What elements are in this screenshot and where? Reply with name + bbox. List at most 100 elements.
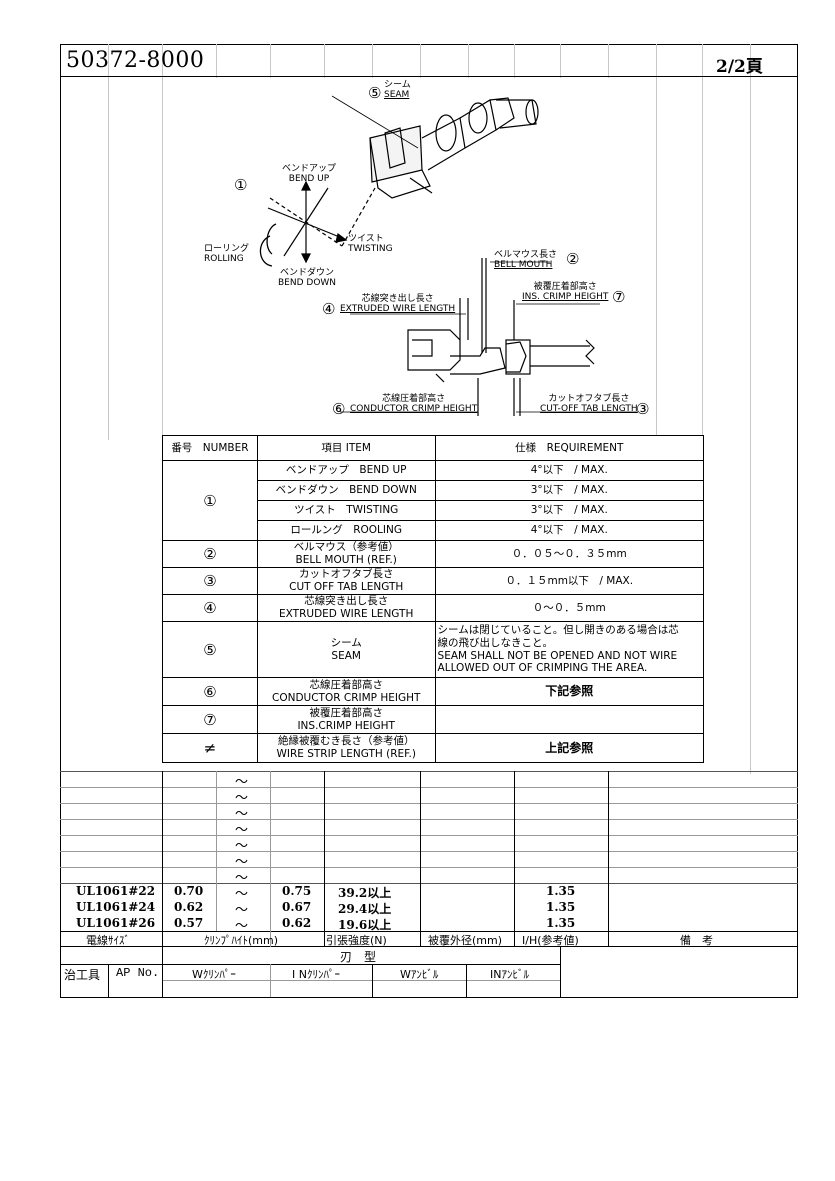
range-separator: ～ xyxy=(235,903,249,918)
row-number: ⑦ xyxy=(162,705,258,734)
row-number: ① xyxy=(162,460,258,541)
tool-label: 治工具 xyxy=(64,968,101,982)
crimp-max: 0.75 xyxy=(282,884,312,898)
row-requirement: 4°以下 / MAX. xyxy=(434,520,705,541)
crimp-min: 0.57 xyxy=(174,916,204,930)
in-crimper-label: I Nｸﾘﾝﾊﾟｰ xyxy=(292,968,340,981)
row-requirement: ０．０５～０．３５mm xyxy=(434,540,705,568)
row-number: ≠ xyxy=(162,733,258,763)
row-number: ④ xyxy=(162,594,258,622)
row-item: ロールング ROOLING xyxy=(256,520,436,541)
row-requirement: 3°以下 / MAX. xyxy=(434,480,705,501)
wire-size: UL1061#22 xyxy=(76,884,156,898)
range-separator: ～ xyxy=(235,823,249,838)
row-number: ② xyxy=(162,540,258,568)
wire-size: UL1061#24 xyxy=(76,900,156,914)
row-requirement: ０．１５mm以下 / MAX. xyxy=(434,567,705,595)
header-item: 項目 ITEM xyxy=(256,435,436,461)
row-item: ベンドアップ BEND UP xyxy=(256,460,436,481)
ap-number-label: AP No. xyxy=(116,966,160,980)
page-number: 2/2頁 xyxy=(716,57,763,77)
wire-size: UL1061#26 xyxy=(76,916,156,930)
drawing-number: 50372-8000 xyxy=(66,48,205,73)
row-requirement: 下記参照 xyxy=(434,677,705,706)
crimp-max: 0.67 xyxy=(282,900,312,914)
col-wire-size: 電線ｻｲｽﾞ xyxy=(86,934,130,947)
range-separator: ～ xyxy=(235,791,249,806)
pull-strength: 19.6以上 xyxy=(338,918,392,932)
header-number: 番号 NUMBER xyxy=(162,435,258,461)
table-row: ② ベルマウス（参考値）BELL MOUTH (REF.) ０．０５～０．３５m… xyxy=(162,540,705,568)
col-ih: I/H(参考値) xyxy=(522,934,579,947)
range-separator: ～ xyxy=(235,871,249,886)
blade-type-label: 刃 型 xyxy=(340,950,377,964)
crimp-terminal-diagram xyxy=(200,78,650,428)
crimp-max: 0.62 xyxy=(282,916,312,930)
row-requirement: ０～０．５mm xyxy=(434,594,705,622)
row-number: ③ xyxy=(162,567,258,595)
row-requirement xyxy=(434,705,705,734)
range-separator: ～ xyxy=(235,775,249,790)
row-number: ⑤ xyxy=(162,621,258,678)
range-separator: ～ xyxy=(235,855,249,870)
range-separator: ～ xyxy=(235,839,249,854)
axis-marker: ① xyxy=(234,176,248,194)
crimp-min: 0.70 xyxy=(174,884,204,898)
range-separator: ～ xyxy=(235,919,249,934)
row-requirement: 3°以下 / MAX. xyxy=(434,500,705,521)
col-remarks: 備 考 xyxy=(680,934,713,947)
ih-value: 1.35 xyxy=(546,884,576,898)
drawing-sheet xyxy=(60,44,798,998)
extruded-marker: ④ xyxy=(322,300,336,318)
seam-marker: ⑤ xyxy=(368,84,382,102)
cut-off-tab-marker: ③ xyxy=(636,400,650,418)
col-pull-strength: 引張強度(N) xyxy=(326,934,387,947)
header-requirement: 仕様 REQUIREMENT xyxy=(434,435,705,461)
col-outer-diameter: 被覆外径(mm) xyxy=(428,934,503,947)
ins-crimp-marker: ⑦ xyxy=(612,288,626,306)
col-crimp-height: ｸﾘﾝﾌﾟﾊｲﾄ(mm) xyxy=(204,934,279,947)
w-crimper-label: Wｸﾘﾝﾊﾟｰ xyxy=(192,968,236,981)
row-item: ベンドダウン BEND DOWN xyxy=(256,480,436,501)
range-separator: ～ xyxy=(235,807,249,822)
row-item: ベルマウス（参考値）BELL MOUTH (REF.) xyxy=(256,540,436,568)
row-item: ツイスト TWISTING xyxy=(256,500,436,521)
row-requirement: シームは閉じていること。但し開きのある場合は芯線の飛び出しなきこと。 SEAM … xyxy=(434,621,705,678)
in-anvil-label: INｱﾝﾋﾞﾙ xyxy=(490,968,529,981)
ih-value: 1.35 xyxy=(546,916,576,930)
row-requirement: 4°以下 / MAX. xyxy=(434,460,705,481)
table-row: ≠ 絶縁被覆むき長さ（参考値）WIRE STRIP LENGTH (REF.) … xyxy=(162,733,705,763)
table-header-row: 番号 NUMBER 項目 ITEM 仕様 REQUIREMENT xyxy=(162,435,705,461)
bell-mouth-marker: ② xyxy=(566,250,580,268)
row-requirement: 上記参照 xyxy=(434,733,705,763)
w-anvil-label: Wｱﾝﾋﾞﾙ xyxy=(400,968,439,981)
crimp-min: 0.62 xyxy=(174,900,204,914)
ih-value: 1.35 xyxy=(546,900,576,914)
table-row: ツイスト TWISTING 3°以下 / MAX. xyxy=(163,500,705,521)
conductor-crimp-marker: ⑥ xyxy=(332,400,346,418)
requirement-table: 番号 NUMBER 項目 ITEM 仕様 REQUIREMENT ① ベンドアッ… xyxy=(162,435,705,763)
pull-strength: 29.4以上 xyxy=(338,902,392,916)
row-item: 絶縁被覆むき長さ（参考値）WIRE STRIP LENGTH (REF.) xyxy=(256,733,436,763)
table-row: ① ベンドアップ BEND UP 4°以下 / MAX. xyxy=(162,460,705,541)
